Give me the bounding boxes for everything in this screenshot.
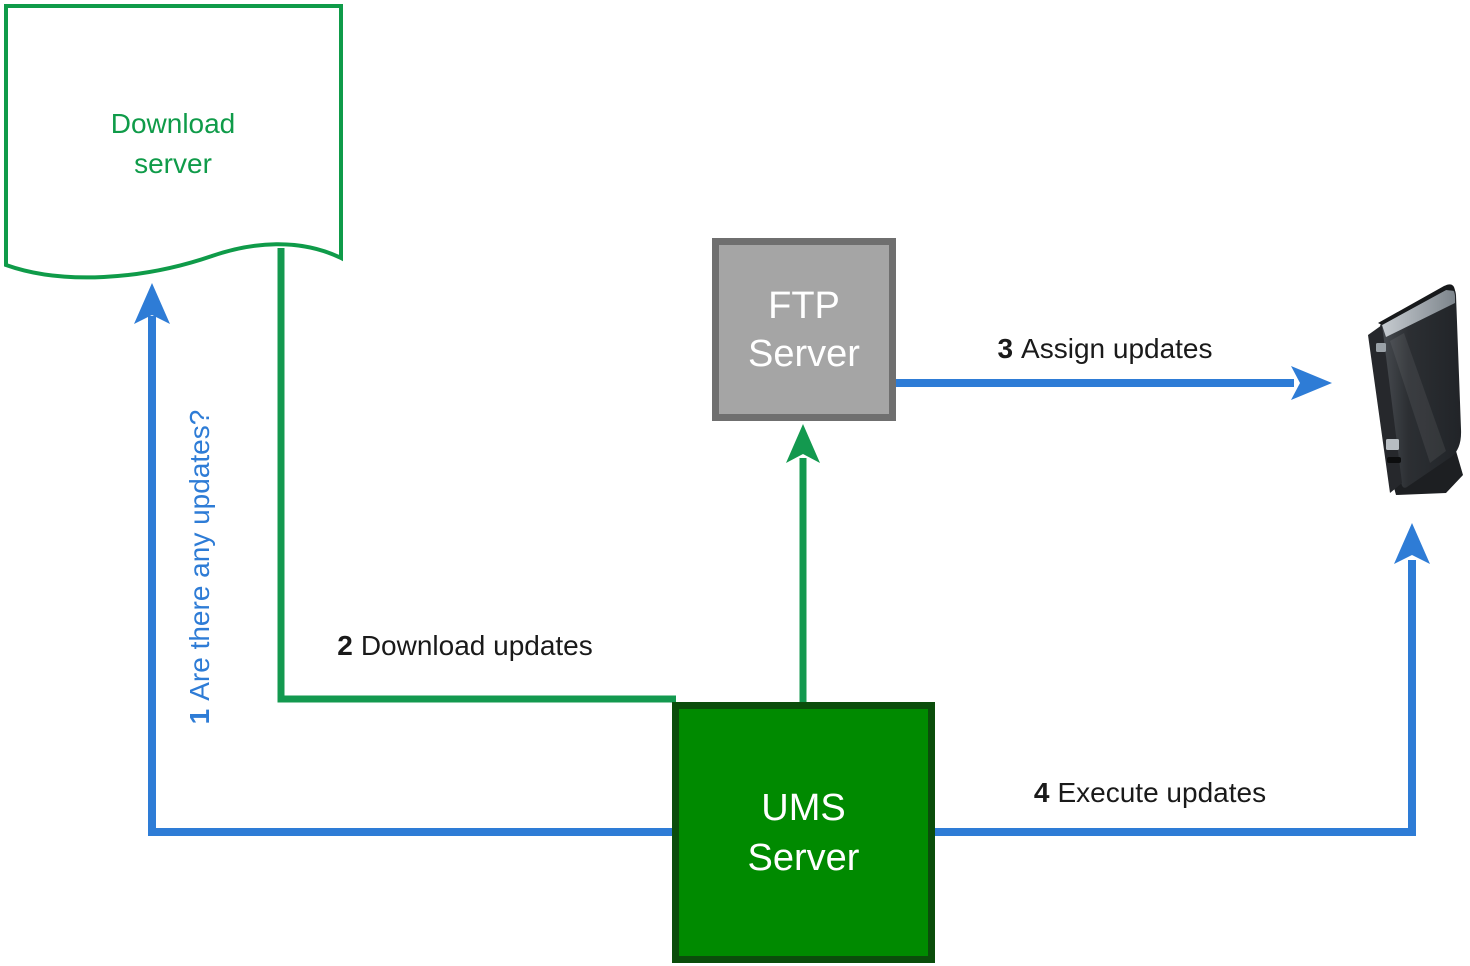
- arrow-2-line: [277, 248, 676, 703]
- ums-server-label: UMS Server: [747, 786, 860, 879]
- arrow-4-head: [1394, 523, 1430, 564]
- arrow-3-head: [1291, 366, 1332, 400]
- arrow-1-label: 1 Are there any updates?: [184, 367, 216, 767]
- arrow-3-text: Assign updates: [1021, 333, 1213, 364]
- ums-server-node: UMS Server: [672, 702, 935, 963]
- arrow-2-text: Download updates: [360, 630, 593, 661]
- download-server-label: Download server: [110, 108, 236, 179]
- arrow-3-number: 3: [997, 333, 1014, 364]
- arrow-2-number: 2: [337, 630, 353, 661]
- ums-to-ftp-arrow-head: [786, 424, 820, 463]
- arrow-4-number: 4: [1033, 777, 1050, 808]
- download-server-node: Download server: [83, 104, 263, 184]
- ftp-server-node: FTP Server: [712, 238, 896, 421]
- arrow-4-text: Execute updates: [1057, 777, 1267, 808]
- thin-client-device-icon: [1368, 284, 1463, 495]
- arrow-1-head: [134, 283, 170, 324]
- arrow-1-number: 1: [184, 708, 215, 725]
- ftp-server-label: FTP Server: [748, 284, 860, 375]
- download-server-document-shape: [4, 4, 343, 280]
- arrow-1-text: Are there any updates?: [184, 409, 215, 701]
